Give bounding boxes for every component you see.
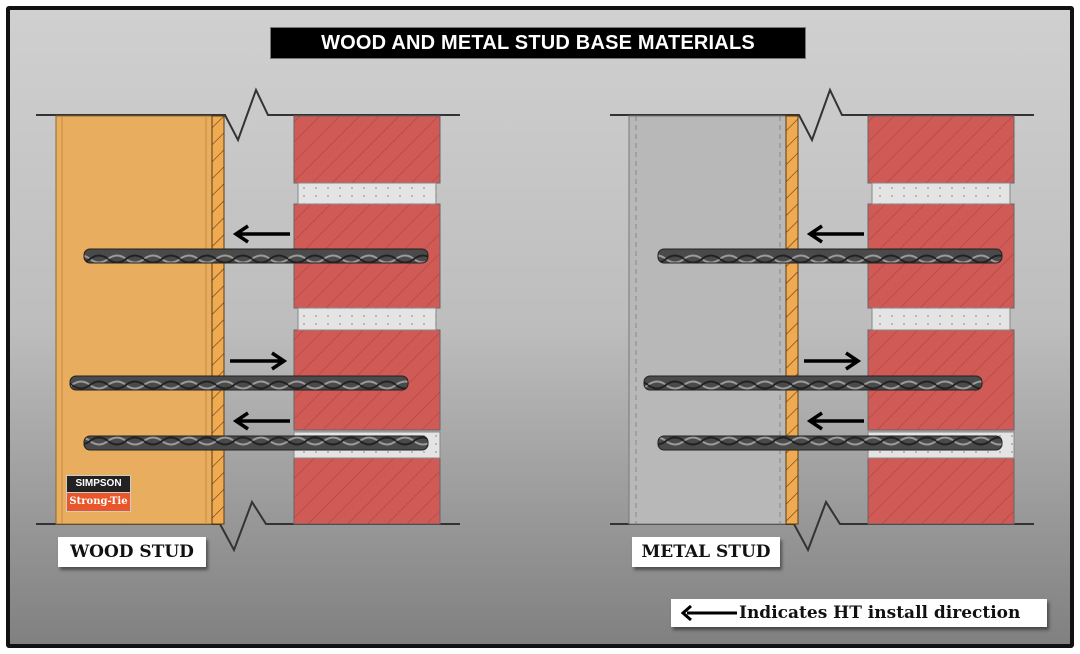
install-direction-arrow-right — [804, 351, 862, 371]
mortar-joint — [297, 182, 437, 205]
mortar-joint — [871, 307, 1011, 331]
sheathing — [211, 115, 225, 525]
legend: Indicates HT install direction — [671, 599, 1047, 627]
mortar-joint — [871, 182, 1011, 205]
install-direction-arrow-left — [806, 224, 864, 244]
helical-tie-anchor — [657, 248, 1003, 264]
helical-tie-anchor — [657, 435, 1003, 451]
brick — [867, 457, 1015, 525]
wood-stud-label: WOOD STUD — [58, 537, 206, 567]
logo-top-text: SIMPSON — [66, 475, 131, 493]
brick — [867, 115, 1015, 184]
metal-stud-label: METAL STUD — [632, 537, 780, 567]
install-direction-arrow-right — [230, 351, 288, 371]
helical-tie-anchor — [643, 375, 983, 391]
helical-tie-anchor — [83, 435, 429, 451]
wood-stud-panel — [36, 87, 460, 553]
page-title: WOOD AND METAL STUD BASE MATERIALS — [270, 27, 806, 59]
metal-stud — [628, 115, 788, 525]
wood-stud — [55, 115, 213, 525]
helical-tie-anchor — [83, 248, 429, 264]
logo-bottom-text: Strong-Tie — [66, 493, 131, 512]
legend-text: Indicates HT install direction — [739, 603, 1021, 623]
arrow-left-icon — [681, 605, 737, 621]
mortar-joint — [297, 307, 437, 331]
helical-tie-anchor — [69, 375, 409, 391]
brick — [293, 115, 441, 184]
sheathing — [785, 115, 799, 525]
brick — [293, 457, 441, 525]
top-break-line — [610, 87, 1034, 143]
install-direction-arrow-left — [232, 224, 290, 244]
simpson-logo: SIMPSON Strong-Tie — [66, 475, 131, 512]
install-direction-arrow-left — [232, 411, 290, 431]
top-break-line — [36, 87, 460, 143]
install-direction-arrow-left — [806, 411, 864, 431]
metal-stud-panel — [610, 87, 1034, 553]
